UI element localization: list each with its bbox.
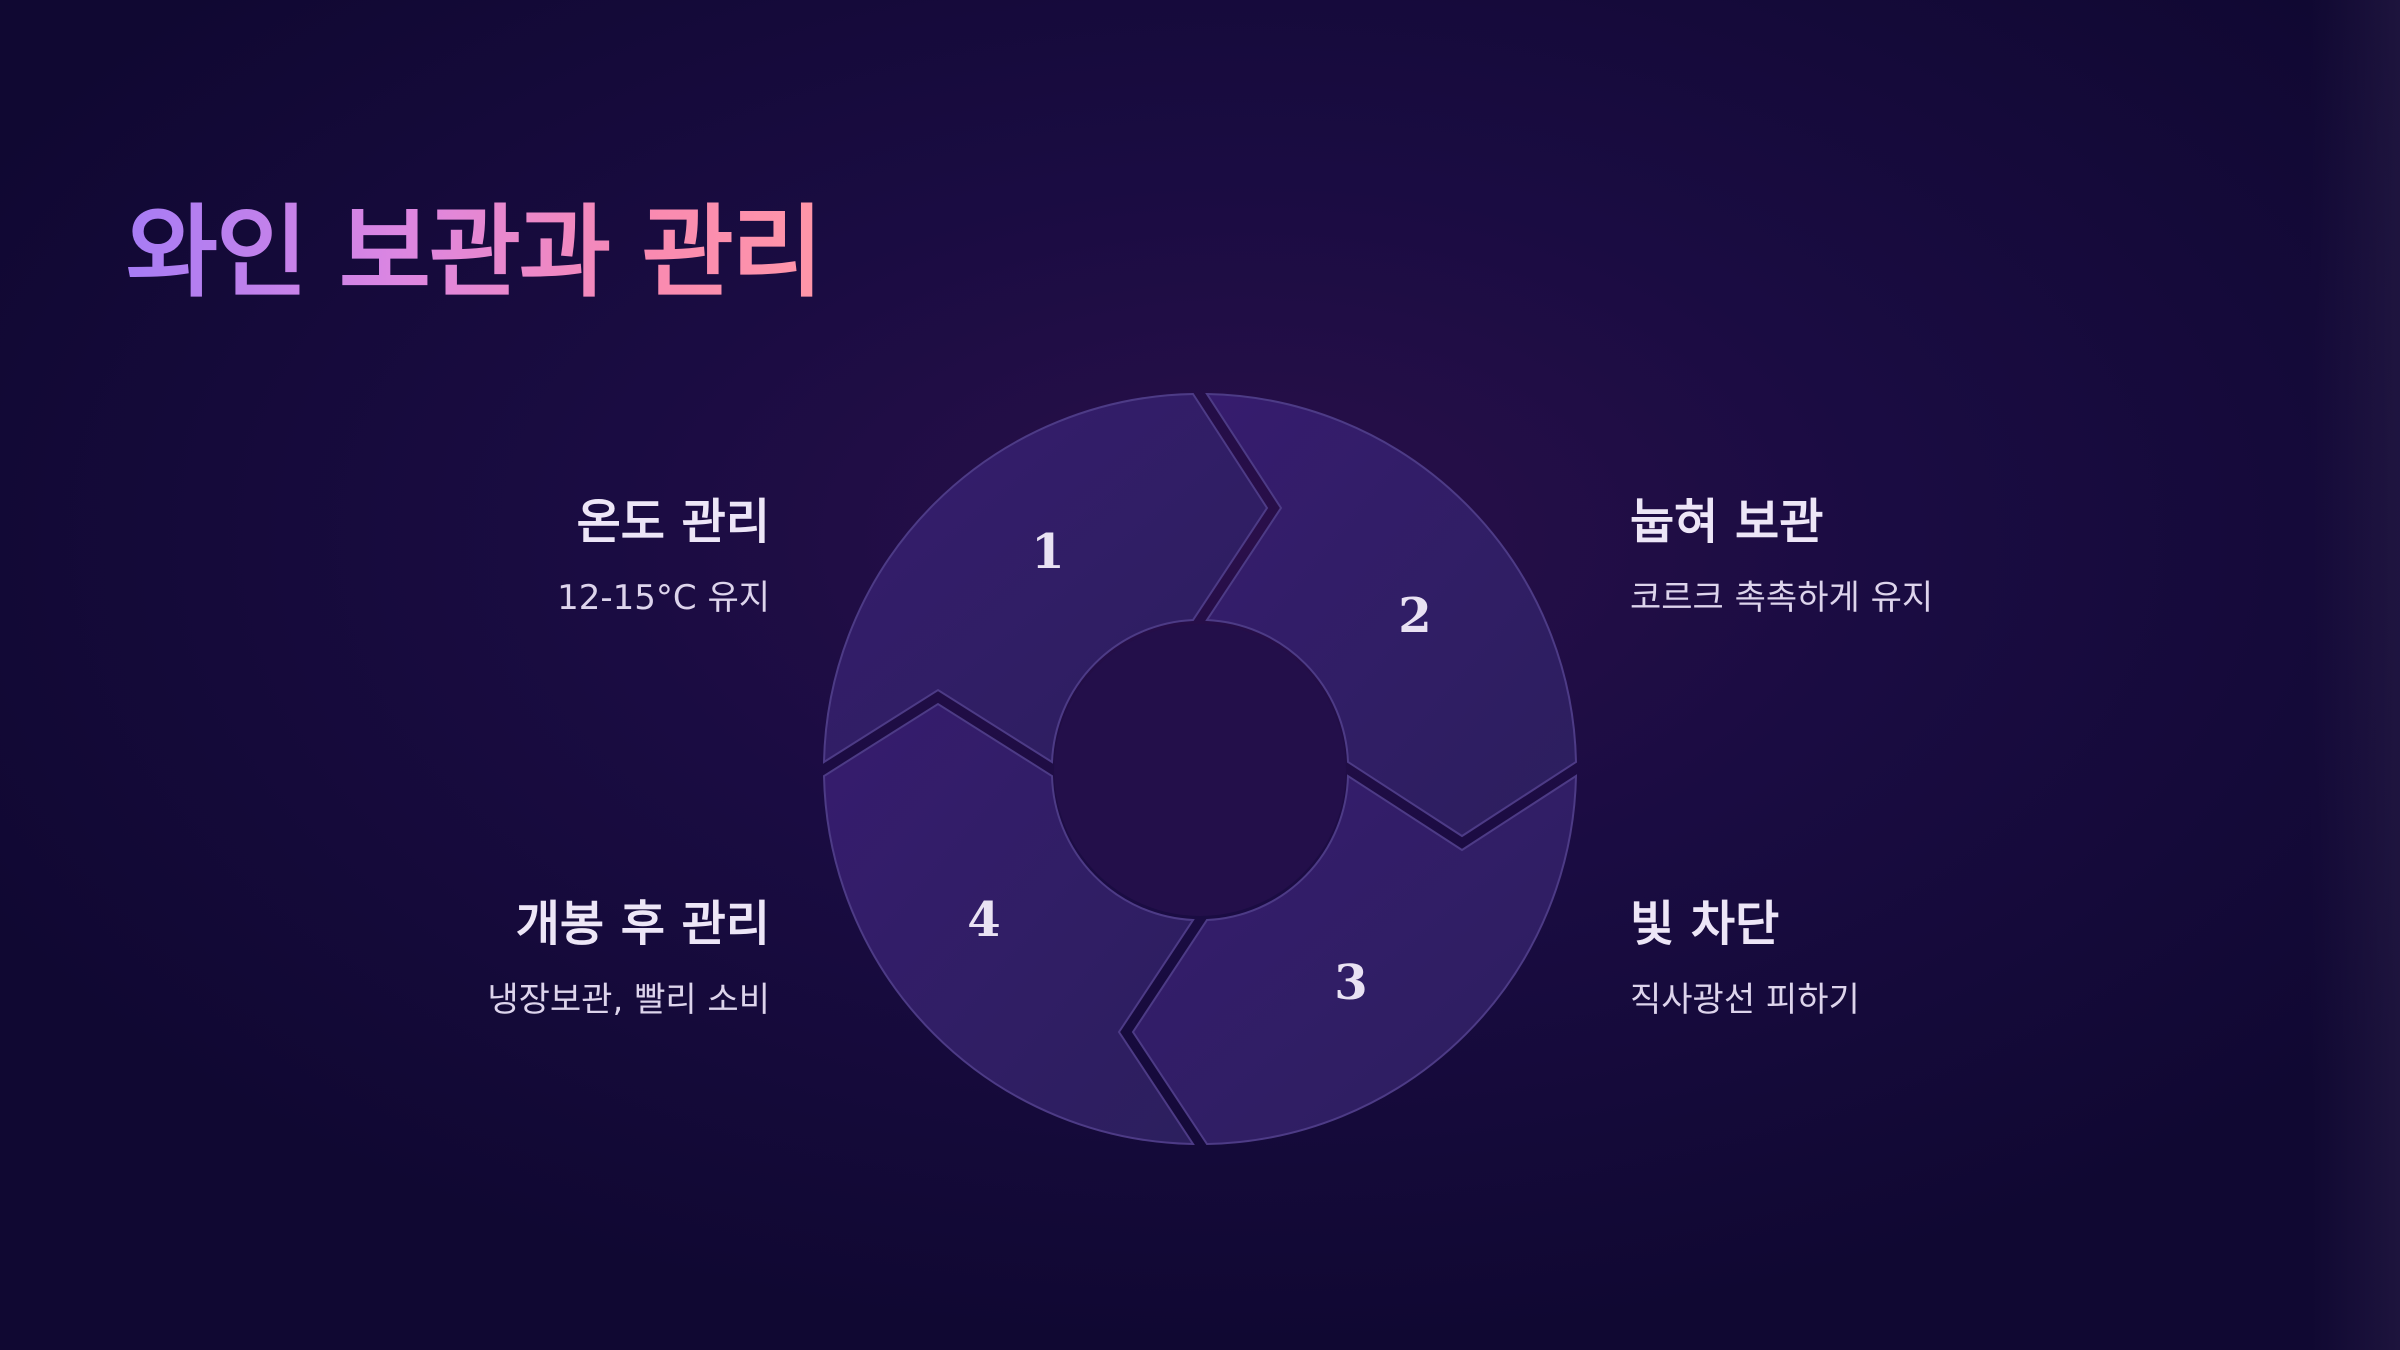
cycle-segment-1 <box>822 392 1269 764</box>
item-title: 온도 관리 <box>576 494 770 550</box>
segment-number-1: 1 <box>1031 524 1064 580</box>
cycle-segment-4 <box>822 702 1195 1146</box>
segment-number-3: 3 <box>1334 955 1367 1011</box>
cycle-segment-2 <box>1205 392 1578 838</box>
item-title: 빛 차단 <box>1630 896 1780 952</box>
label-item-2: 눕혀 보관 코르크 촉촉하게 유지 <box>1630 492 2330 620</box>
right-edge-shade <box>2310 0 2400 1350</box>
page-title: 와인 보관과 관리 <box>126 188 824 318</box>
item-description: 12-15°C 유지 <box>557 578 770 618</box>
item-description: 냉장보관, 빨리 소비 <box>487 980 770 1020</box>
label-item-1: 온도 관리 12-15°C 유지 <box>70 492 770 620</box>
cycle-segment-3 <box>1131 774 1578 1146</box>
item-title: 눕혀 보관 <box>1630 494 1824 550</box>
item-description: 코르크 촉촉하게 유지 <box>1630 578 1934 618</box>
label-item-4: 개봉 후 관리 냉장보관, 빨리 소비 <box>70 894 770 1022</box>
item-title: 개봉 후 관리 <box>515 896 770 952</box>
segment-number-2: 2 <box>1398 588 1431 644</box>
segment-number-4: 4 <box>967 892 1000 948</box>
cycle-center <box>1054 624 1346 916</box>
item-description: 직사광선 피하기 <box>1630 980 1860 1020</box>
label-item-3: 빛 차단 직사광선 피하기 <box>1630 894 2330 1022</box>
